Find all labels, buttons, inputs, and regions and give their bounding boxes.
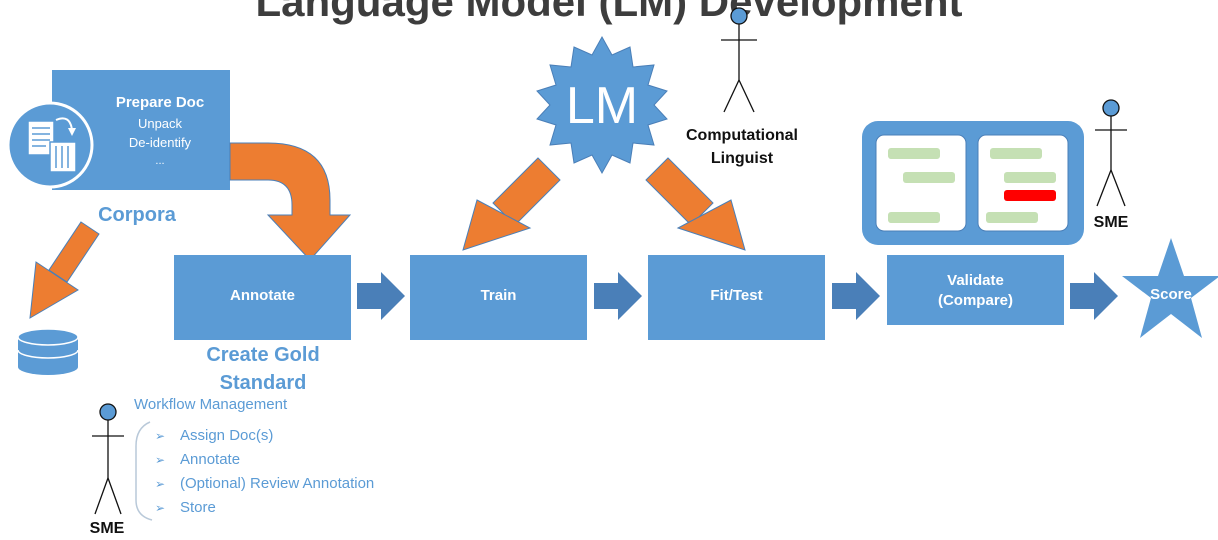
workflow-item: ➢ Annotate: [150, 448, 374, 472]
prepare-doc-text: Prepare Doc Unpack De-identify ...: [95, 92, 225, 171]
score-label: Score: [1150, 286, 1192, 303]
sme-figure-bottom: [92, 403, 124, 515]
orange-arrow-prepare-to-annotate: [229, 142, 352, 261]
lm-starburst-badge: [536, 35, 668, 175]
sme-label-top: SME: [1093, 214, 1129, 231]
flow-arrow-validate-score: [1070, 272, 1118, 320]
flow-arrow-fit-validate: [832, 272, 880, 320]
computational-linguist-label: Computational Linguist: [660, 124, 824, 170]
arrowhead-bullet-icon: ➢: [154, 501, 166, 515]
validate-box: [887, 255, 1064, 325]
train-box: [410, 255, 587, 340]
computational-linguist-figure: [721, 7, 757, 113]
workflow-item: ➢ Store: [150, 496, 374, 520]
workflow-item-label: Store: [180, 499, 216, 516]
workflow-item: ➢ (Optional) Review Annotation: [150, 472, 374, 496]
flow-arrow-annotate-train: [357, 272, 405, 320]
train-label: Train: [480, 287, 517, 304]
computational-linguist-line2: Linguist: [710, 150, 774, 167]
annotation-bar: [903, 172, 955, 183]
annotation-bar: [888, 148, 940, 159]
create-gold-standard-line2: Standard: [219, 372, 307, 394]
orange-arrow-lm-to-fit: [645, 157, 746, 251]
workflow-item-label: (Optional) Review Annotation: [180, 475, 375, 492]
prepare-step-unpack: Unpack: [137, 116, 183, 131]
annotation-bar: [986, 212, 1038, 223]
arrowhead-bullet-icon: ➢: [154, 477, 166, 491]
orange-arrow-corpora-to-database: [29, 221, 100, 319]
annotate-label: Annotate: [230, 287, 295, 304]
prepare-step-more: ...: [155, 155, 165, 167]
validate-label-line1: Validate: [947, 272, 1004, 289]
prepare-doc-heading: Prepare Doc: [115, 94, 205, 111]
workflow-brace: [135, 421, 153, 521]
sme-label-bottom: SME: [89, 520, 125, 537]
create-gold-standard-label: Create Gold Standard: [180, 341, 346, 397]
arrowhead-bullet-icon: ➢: [154, 453, 166, 467]
sme-figure-top: [1095, 99, 1127, 207]
validate-label: Validate (Compare): [887, 271, 1064, 311]
flow-arrow-train-fit: [594, 272, 642, 320]
document-transform-icon: [6, 101, 94, 189]
mismatch-annotation-bar: [1004, 190, 1056, 201]
corpora-label: Corpora: [98, 204, 176, 226]
workflow-item-label: Assign Doc(s): [180, 427, 274, 444]
workflow-management-title: Workflow Management: [134, 396, 288, 413]
annotation-bar: [990, 148, 1042, 159]
comparison-panel: [862, 121, 1084, 245]
database-icon: [17, 328, 79, 375]
create-gold-standard-line1: Create Gold: [206, 344, 320, 366]
annotation-bar: [1004, 172, 1056, 183]
lm-label: LM: [565, 77, 639, 135]
prepare-step-deidentify: De-identify: [128, 135, 192, 150]
annotation-bar: [888, 212, 940, 223]
annotate-box: [174, 255, 351, 340]
fit-test-label: Fit/Test: [710, 287, 763, 304]
score-star: [1122, 238, 1218, 338]
orange-arrow-lm-to-train: [462, 157, 561, 251]
diagram-title: Language Model (LM) Development: [255, 0, 963, 25]
fit-test-box: [648, 255, 825, 340]
arrowhead-bullet-icon: ➢: [154, 429, 166, 443]
computational-linguist-line1: Computational: [686, 127, 798, 144]
validate-label-line2: (Compare): [937, 292, 1013, 309]
workflow-item: ➢ Assign Doc(s): [150, 424, 374, 448]
workflow-list: ➢ Assign Doc(s) ➢ Annotate ➢ (Optional) Rev…: [150, 424, 374, 520]
workflow-item-label: Annotate: [180, 451, 241, 468]
